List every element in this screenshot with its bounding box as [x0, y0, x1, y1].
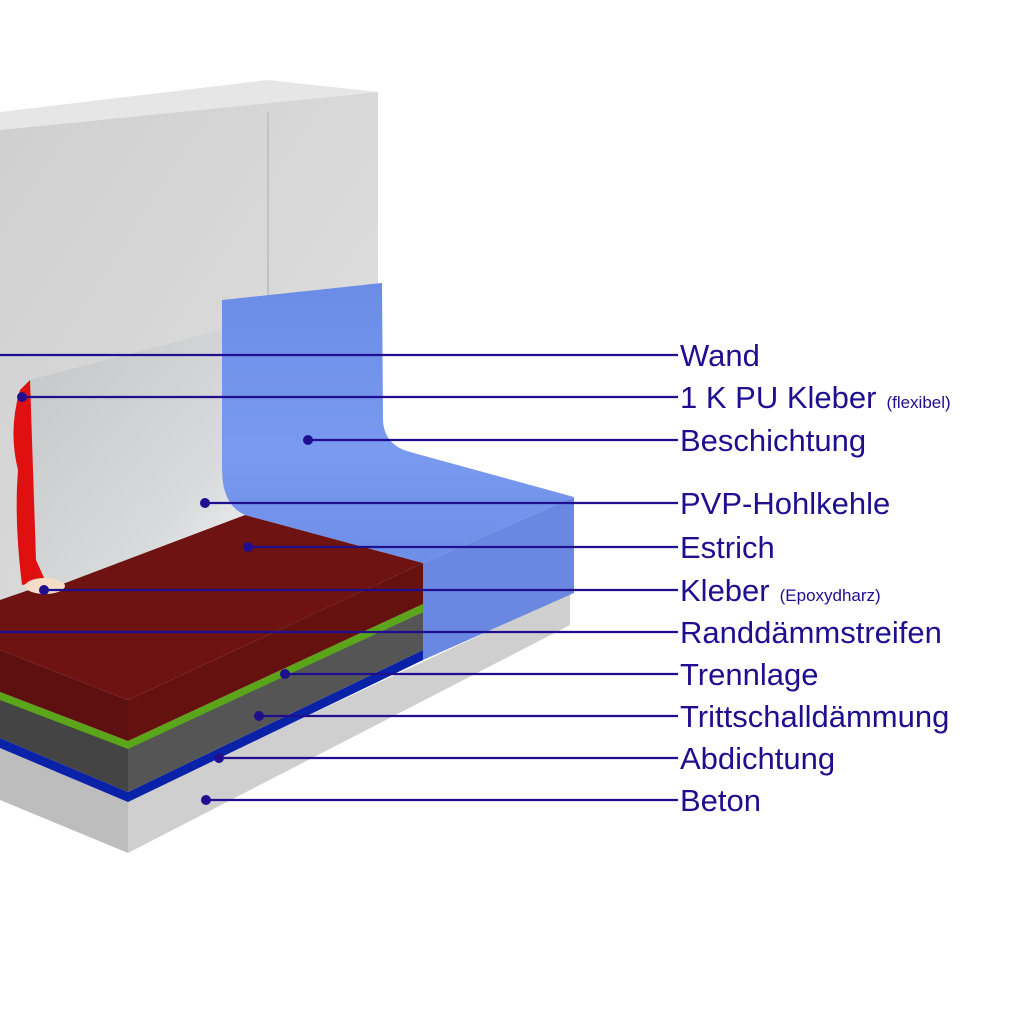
waterproofing-layer: [0, 650, 423, 802]
label-pu-kleber: 1 K PU Kleber(flexibel): [680, 380, 951, 415]
label-note: (Epoxydharz): [780, 586, 881, 605]
impact-insulation-layer: [0, 612, 423, 792]
pu-adhesive-strip: [13, 380, 45, 585]
label-trennlage: Trennlage: [680, 657, 818, 692]
coating-layer: [222, 283, 574, 660]
label-kleber: Kleber(Epoxydharz): [680, 573, 881, 608]
label-estrich: Estrich: [680, 530, 775, 565]
label-wand: Wand: [680, 338, 760, 373]
labels: Wand 1 K PU Kleber(flexibel) Beschichtun…: [680, 338, 951, 818]
label-randdaemmstreifen: Randdämmstreifen: [680, 615, 942, 650]
label-hohlkehle: PVP-Hohlkehle: [680, 486, 890, 521]
label-note: (flexibel): [886, 393, 950, 412]
leader-lines: [0, 353, 678, 805]
label-trittschall: Trittschalldämmung: [680, 699, 949, 734]
pvp-cove-skirting: [29, 330, 245, 585]
label-beschichtung: Beschichtung: [680, 423, 866, 458]
concrete-slab: [0, 593, 570, 853]
separation-layer: [0, 604, 423, 749]
screed-layer: [0, 515, 423, 741]
label-abdichtung: Abdichtung: [680, 741, 835, 776]
label-beton: Beton: [680, 783, 761, 818]
